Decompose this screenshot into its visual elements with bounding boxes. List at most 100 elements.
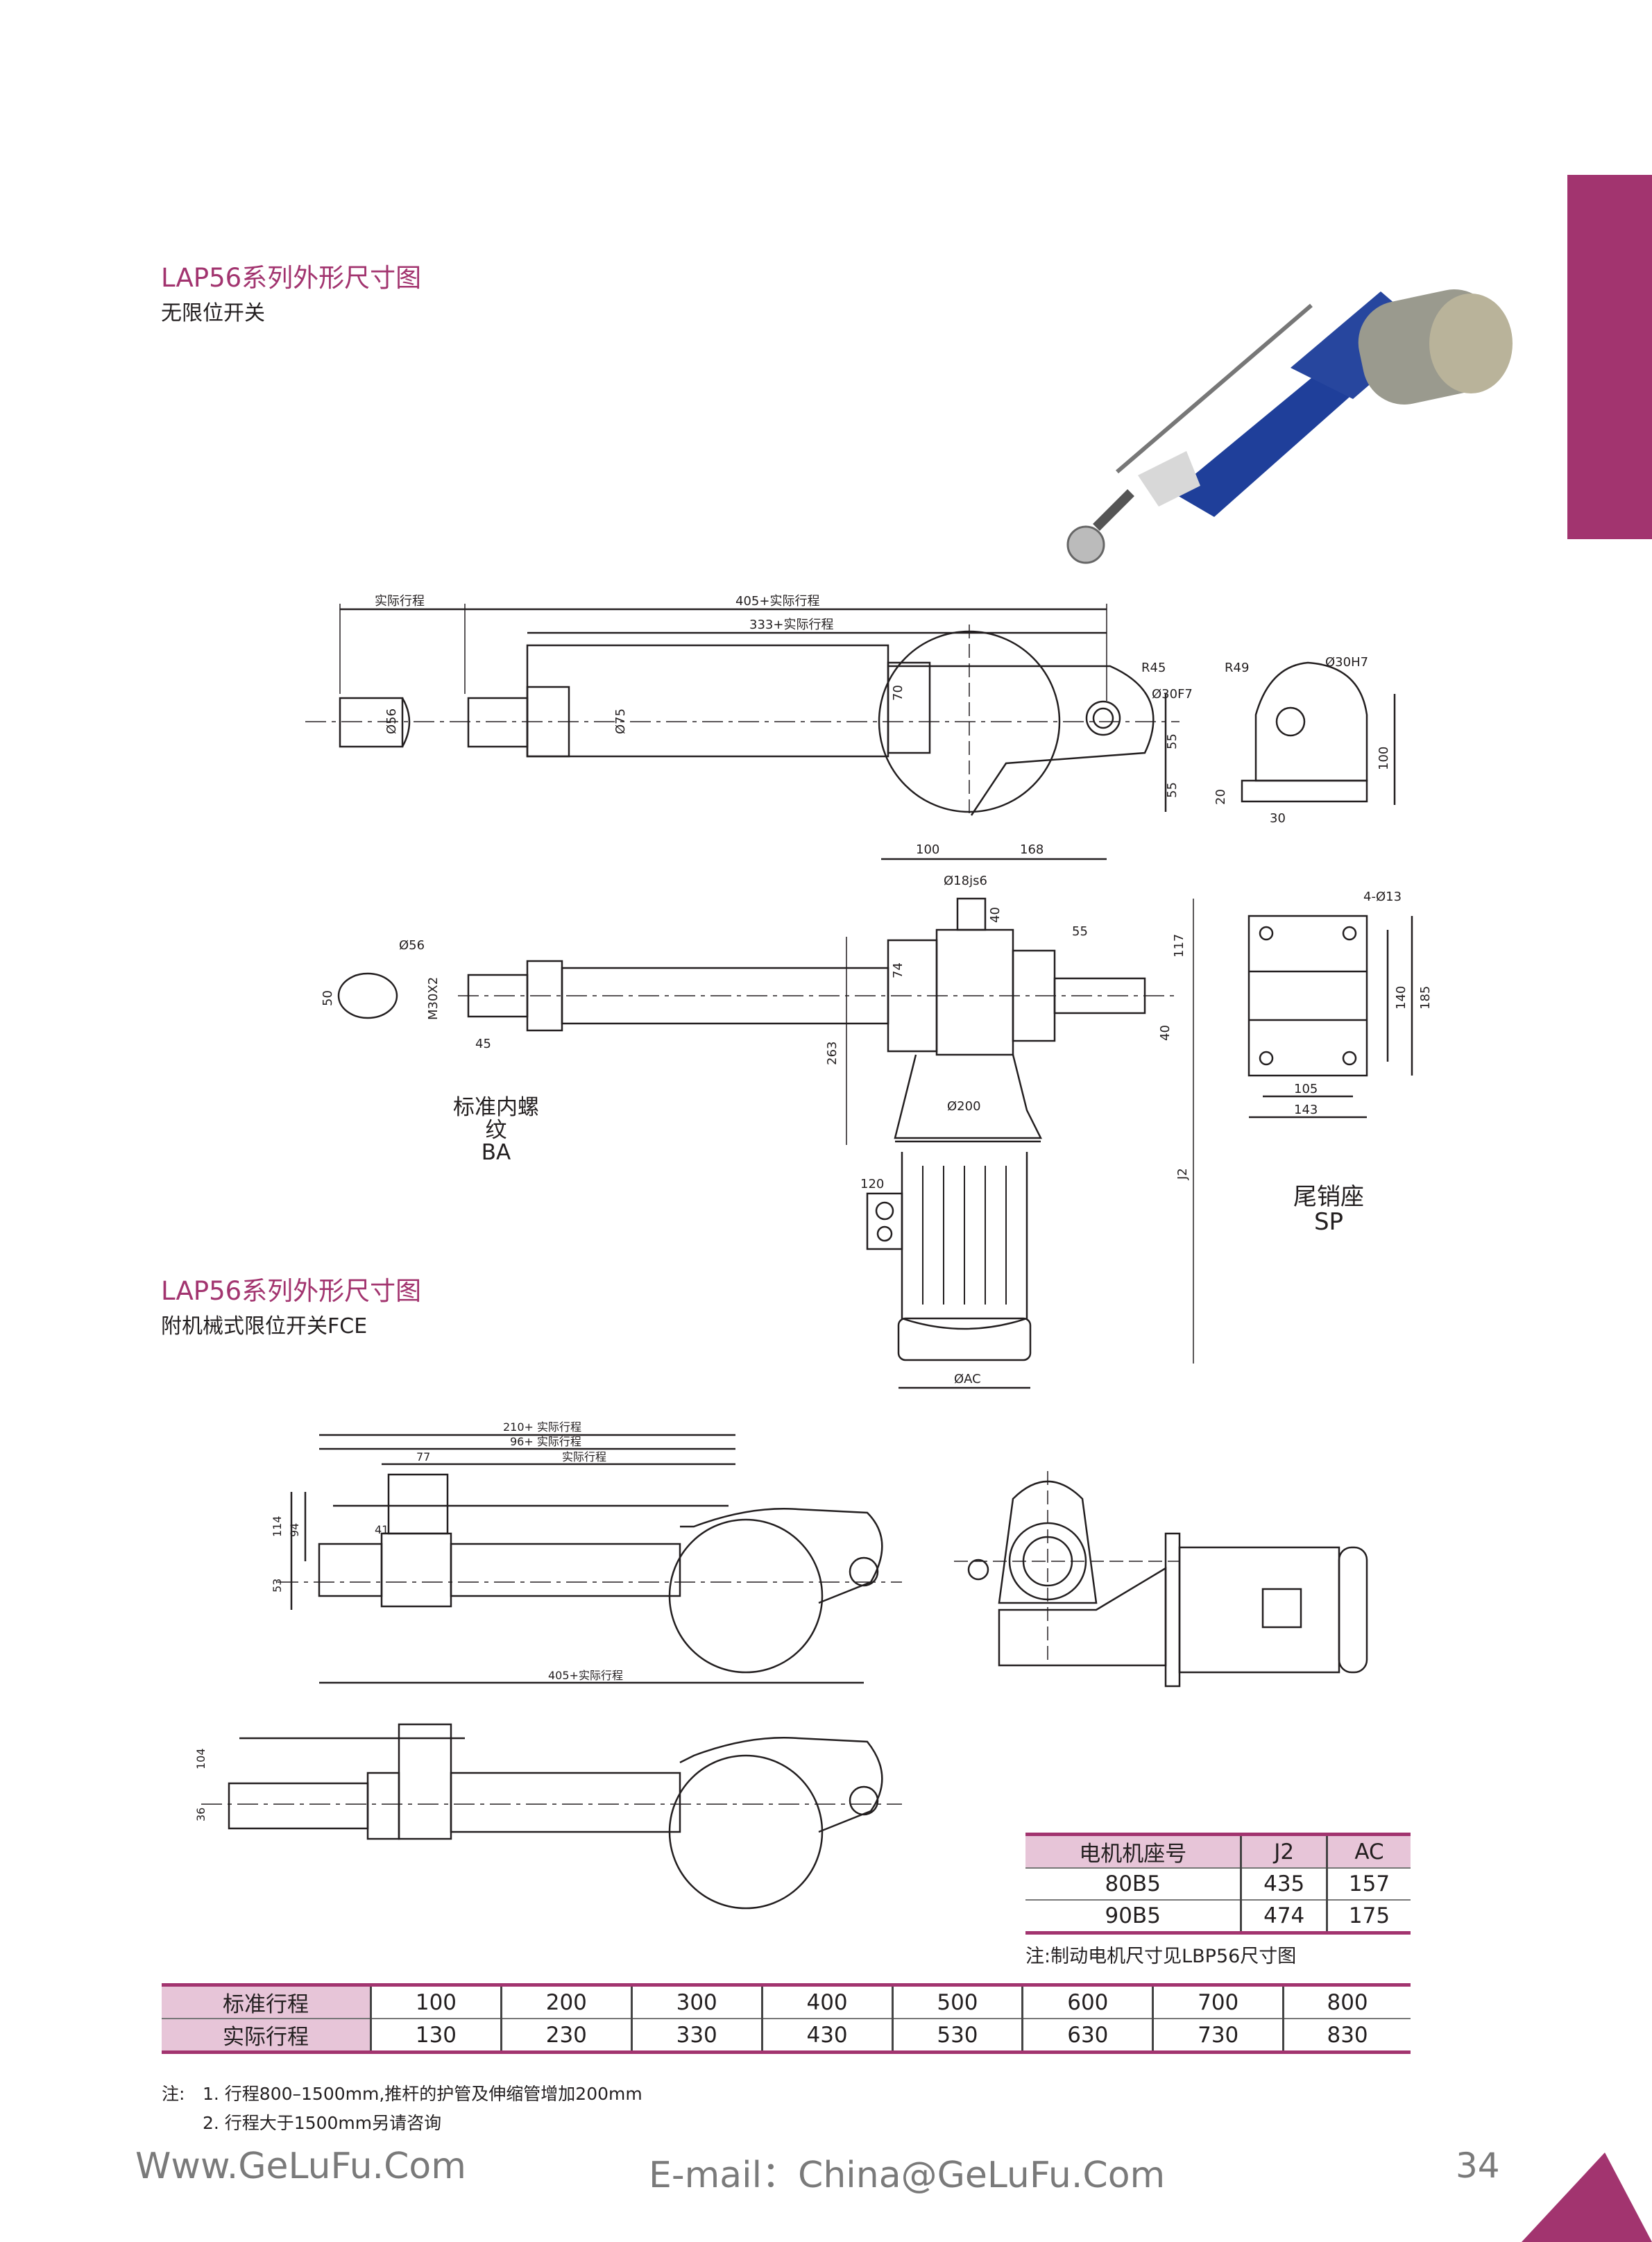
dim-fce-actual: 实际行程 bbox=[562, 1450, 606, 1463]
page-number: 34 bbox=[1456, 2146, 1500, 2186]
table-row-standard: 标准行程 100 200 300 400 500 600 700 800 bbox=[162, 1985, 1411, 2019]
dim-405: 405+实际行程 bbox=[735, 594, 819, 609]
actuator-photo bbox=[1066, 289, 1513, 564]
dim-74: 74 bbox=[891, 962, 905, 978]
dim-bracket-100: 100 bbox=[1377, 747, 1391, 770]
thread-code: BA bbox=[481, 1140, 511, 1166]
dim-30: 30 bbox=[1270, 811, 1286, 826]
motor-header-ac: AC bbox=[1325, 1834, 1411, 1868]
dim-50: 50 bbox=[321, 990, 335, 1006]
row-label-actual: 实际行程 bbox=[162, 2018, 371, 2053]
dim-55b: 55 bbox=[1165, 782, 1180, 798]
row-label-standard: 标准行程 bbox=[162, 1985, 371, 2019]
table-cell: 530 bbox=[891, 2018, 1023, 2053]
dim-185: 185 bbox=[1418, 986, 1433, 1010]
table-cell: 430 bbox=[760, 2018, 892, 2053]
table-cell: 300 bbox=[630, 1985, 763, 2019]
motor-table: 电机机座号 J2 AC 80B5 435 157 90B5 474 175 bbox=[1025, 1833, 1411, 1935]
dim-55a: 55 bbox=[1165, 733, 1180, 749]
footer-email[interactable]: E-mail：China@GeLuFu.Com bbox=[649, 2155, 1166, 2196]
dim-45: 45 bbox=[475, 1037, 491, 1051]
table-cell: 400 bbox=[760, 1985, 892, 2019]
table-cell: 130 bbox=[370, 2018, 502, 2053]
table-cell: 100 bbox=[370, 1985, 502, 2019]
table-cell: 200 bbox=[500, 1985, 632, 2019]
footer-website[interactable]: Www.GeLuFu.Com bbox=[135, 2146, 466, 2187]
table-cell: 175 bbox=[1325, 1899, 1411, 1933]
actuator-fce-views bbox=[201, 1434, 1368, 1910]
motor-header-j2: J2 bbox=[1240, 1834, 1327, 1868]
dim-100: 100 bbox=[916, 842, 939, 857]
table-cell: 800 bbox=[1282, 1985, 1411, 2019]
dim-fce-77: 77 bbox=[416, 1450, 430, 1463]
corner-triangle bbox=[1522, 2152, 1652, 2242]
dim-fce-114: 114 bbox=[271, 1515, 284, 1537]
dim-m30x2: M30X2 bbox=[426, 977, 441, 1020]
table-cell: 700 bbox=[1152, 1985, 1284, 2019]
table-row-actual: 实际行程 130 230 330 430 530 630 730 830 bbox=[162, 2018, 1411, 2053]
stroke-table: 标准行程 100 200 300 400 500 600 700 800 实际行… bbox=[162, 1983, 1411, 2054]
dim-holes: 4-Ø13 bbox=[1363, 890, 1402, 904]
dim-fce-104: 104 bbox=[194, 1748, 207, 1769]
dim-333: 333+实际行程 bbox=[749, 618, 833, 632]
actuator-top-view bbox=[337, 897, 1413, 1389]
dim-105: 105 bbox=[1294, 1082, 1318, 1096]
dim-phi18js6: Ø18js6 bbox=[944, 874, 987, 888]
dim-fce-210: 210+ 实际行程 bbox=[503, 1420, 581, 1434]
dim-j2: J2 bbox=[1175, 1168, 1190, 1180]
dim-168: 168 bbox=[1020, 842, 1044, 857]
dim-70: 70 bbox=[891, 685, 905, 701]
table-row: 80B5 435 157 bbox=[1025, 1867, 1411, 1900]
dim-mid-40b: 40 bbox=[1158, 1025, 1173, 1041]
section1-title: LAP56系列外形尺寸图 bbox=[161, 263, 422, 293]
pin-label-text: 尾销座 bbox=[1293, 1183, 1364, 1211]
table-cell: 90B5 bbox=[1025, 1899, 1241, 1933]
dim-20: 20 bbox=[1214, 789, 1228, 805]
dim-fce-41: 41 bbox=[375, 1523, 389, 1536]
dim-r45: R45 bbox=[1141, 661, 1166, 675]
note-line2: 2. 行程大于1500mm另请咨询 bbox=[203, 2113, 442, 2133]
dim-phi30h7: Ø30H7 bbox=[1325, 655, 1368, 670]
dim-phi56-top: Ø56 bbox=[384, 708, 399, 734]
dim-actual-stroke: 实际行程 bbox=[375, 594, 425, 609]
dim-fce-36: 36 bbox=[194, 1808, 207, 1821]
dim-mid-55: 55 bbox=[1072, 924, 1088, 939]
motor-table-header: 电机机座号 J2 AC bbox=[1025, 1834, 1411, 1868]
dim-phi200: Ø200 bbox=[947, 1099, 981, 1114]
table-cell: 630 bbox=[1021, 2018, 1153, 2053]
dim-phi30f7: Ø30F7 bbox=[1152, 687, 1193, 702]
thread-label-text: 标准内螺纹 bbox=[453, 1095, 539, 1143]
table-cell: 730 bbox=[1152, 2018, 1284, 2053]
dim-mid-phi56: Ø56 bbox=[399, 938, 425, 953]
dim-fce-405: 405+实际行程 bbox=[548, 1669, 623, 1682]
dim-fce-94: 94 bbox=[288, 1523, 301, 1537]
dim-120: 120 bbox=[860, 1177, 884, 1191]
dim-mid-40a: 40 bbox=[988, 907, 1003, 923]
section2-subtitle: 附机械式限位开关FCE bbox=[161, 1314, 368, 1339]
dim-phiac: ØAC bbox=[954, 1372, 981, 1386]
actuator-side-view bbox=[305, 604, 1396, 860]
pin-label: 尾销座 SP bbox=[1291, 1183, 1367, 1234]
dim-143: 143 bbox=[1294, 1103, 1318, 1117]
thread-label: 标准内螺纹 BA bbox=[444, 1096, 548, 1164]
motor-table-note: 注:制动电机尺寸见LBP56尺寸图 bbox=[1025, 1946, 1297, 1967]
table-cell: 157 bbox=[1325, 1867, 1411, 1900]
side-tab-accent bbox=[1567, 175, 1652, 539]
dim-phi75: Ø75 bbox=[613, 708, 628, 734]
dim-117: 117 bbox=[1172, 934, 1186, 958]
table-cell: 80B5 bbox=[1025, 1867, 1241, 1900]
table-cell: 474 bbox=[1240, 1899, 1327, 1933]
table-cell: 435 bbox=[1240, 1867, 1327, 1900]
dim-fce-53: 53 bbox=[271, 1579, 284, 1593]
motor-header-frame: 电机机座号 bbox=[1025, 1834, 1241, 1868]
table-cell: 330 bbox=[630, 2018, 763, 2053]
dim-fce-96: 96+ 实际行程 bbox=[510, 1435, 581, 1448]
note-line1: 1. 行程800–1500mm,推杆的护管及伸缩管增加200mm bbox=[203, 2084, 642, 2104]
dim-263: 263 bbox=[825, 1042, 840, 1065]
dim-140: 140 bbox=[1394, 986, 1408, 1010]
table-cell: 230 bbox=[500, 2018, 632, 2053]
table-cell: 830 bbox=[1282, 2018, 1411, 2053]
section2-title: LAP56系列外形尺寸图 bbox=[161, 1276, 422, 1306]
table-cell: 600 bbox=[1021, 1985, 1153, 2019]
